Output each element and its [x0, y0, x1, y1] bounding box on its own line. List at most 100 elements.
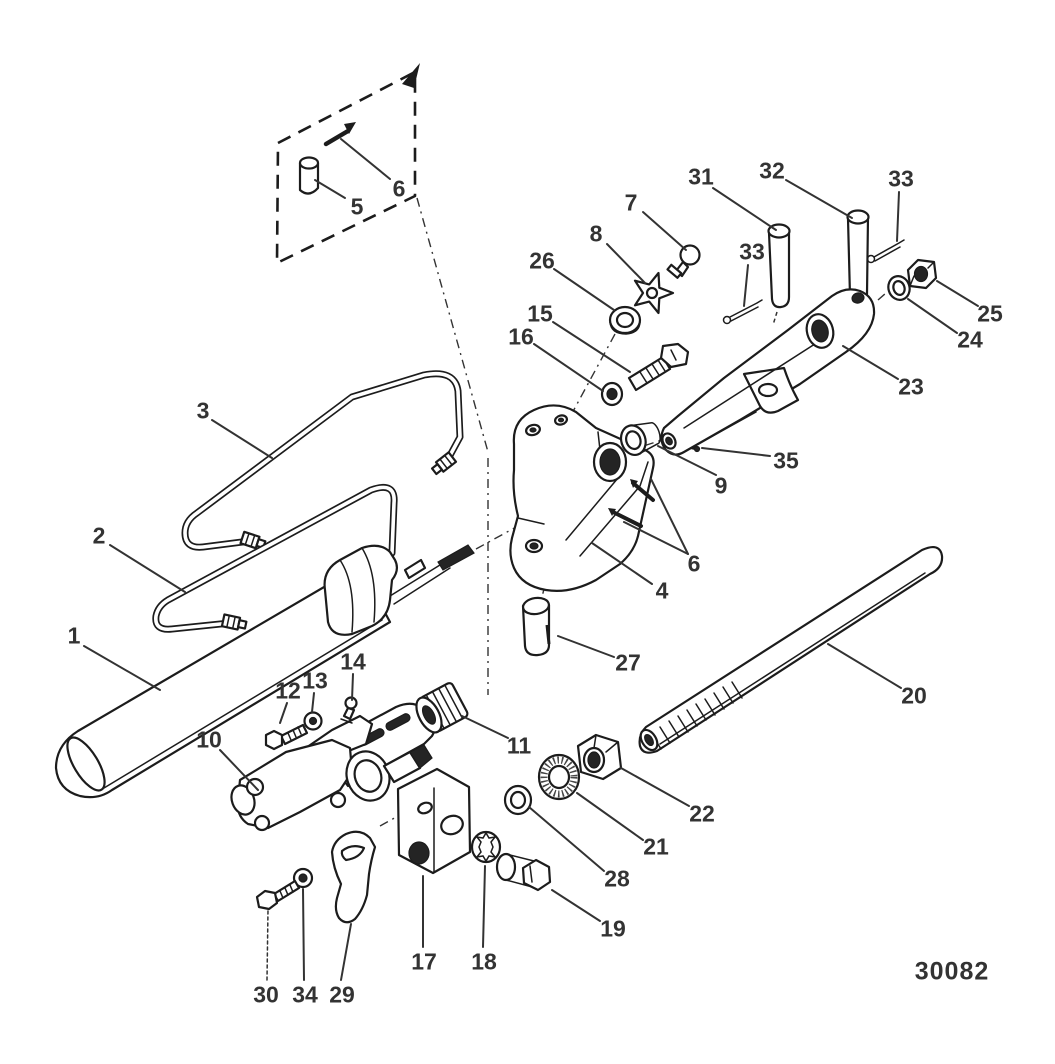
- leader-line-34: [302, 888, 305, 981]
- leader-line-28: [528, 806, 605, 872]
- part-6-pins: [608, 479, 655, 528]
- part-label-4: 4: [655, 577, 669, 604]
- part-label-13: 13: [302, 667, 328, 694]
- part-label-32: 32: [759, 157, 785, 184]
- leader-line-14: [351, 673, 354, 701]
- part-33-cotter-pin-left: [722, 299, 763, 325]
- part-label-16: 16: [508, 323, 534, 350]
- part-19-plug: [495, 852, 552, 892]
- leader-line-24: [907, 298, 958, 334]
- leader-line-31: [712, 187, 777, 231]
- part-label-22: 22: [689, 800, 715, 827]
- leader-line-3: [211, 419, 273, 459]
- part-label-31: 31: [688, 163, 714, 190]
- leader-line-19: [551, 889, 601, 922]
- leader-line-27: [557, 635, 615, 658]
- part-label-2: 2: [92, 522, 106, 549]
- leader-line-29: [340, 923, 352, 981]
- part-label-17: 17: [411, 948, 437, 975]
- leader-line-5: [314, 179, 346, 199]
- part-label-34: 34: [292, 981, 318, 1008]
- part-34-washer: [292, 867, 314, 889]
- part-label-6: 6: [687, 550, 701, 577]
- tube-3-fitting-right: [429, 451, 458, 478]
- leader-line-22: [620, 767, 690, 807]
- leader-line-33: [896, 191, 900, 242]
- leader-line-7: [642, 211, 687, 251]
- part-label-5: 5: [350, 193, 364, 220]
- leader-line-1: [83, 645, 161, 691]
- part-14-grease-fitting: [340, 696, 358, 724]
- part-4-bracket: [509, 404, 655, 592]
- part-27-pin: [521, 596, 551, 657]
- leader-line-20: [827, 643, 902, 689]
- leader-line-33: [743, 264, 749, 307]
- part-5-pin: [298, 156, 320, 195]
- leader-line-26: [553, 268, 615, 311]
- part-10-valve-assembly: [230, 702, 437, 832]
- part-label-27: 27: [615, 649, 641, 676]
- part-label-20: 20: [901, 682, 927, 709]
- part-7-grease-fitting: [666, 244, 701, 279]
- part-28-washer: [503, 784, 533, 816]
- leader-line-11: [461, 715, 509, 739]
- part-label-21: 21: [643, 833, 669, 860]
- part-label-8: 8: [589, 220, 603, 247]
- part-label-6: 6: [392, 175, 406, 202]
- leader-line-10: [219, 749, 259, 791]
- part-12-bolt: [264, 723, 309, 751]
- leader-line-16: [533, 343, 604, 392]
- leader-line-6: [650, 478, 689, 555]
- leader-lines: [83, 138, 979, 981]
- part-label-12: 12: [275, 677, 301, 704]
- part-31-pin: [767, 223, 791, 326]
- leader-line-30: [266, 909, 269, 981]
- part-26-cap: [608, 305, 642, 335]
- part-2-tube: [152, 483, 398, 633]
- part-label-15: 15: [527, 300, 553, 327]
- part-13-washer: [303, 711, 323, 731]
- part-18-star-washer: [470, 830, 502, 864]
- part-21-seal: [537, 753, 581, 801]
- leader-line-2: [109, 544, 186, 593]
- part-label-9: 9: [714, 472, 728, 499]
- part-label-33: 33: [739, 238, 765, 265]
- part-22-nut: [576, 733, 623, 781]
- leader-line-6: [340, 138, 391, 180]
- part-label-23: 23: [898, 373, 924, 400]
- leader-line-35: [701, 447, 771, 457]
- leader-line-9: [657, 445, 717, 476]
- part-label-19: 19: [600, 915, 626, 942]
- leader-line-13: [311, 692, 315, 713]
- part-8-star-washer: [633, 271, 675, 315]
- cylinder-end-casting: [323, 544, 475, 636]
- part-label-7: 7: [624, 189, 638, 216]
- part-label-14: 14: [340, 648, 366, 675]
- part-label-3: 3: [196, 397, 210, 424]
- part-17-block: [396, 767, 472, 875]
- part-23-steering-arm: [660, 288, 876, 456]
- part-6-pin-inset: [323, 122, 356, 147]
- piston-rod-threads: [437, 544, 475, 571]
- part-label-11: 11: [506, 732, 532, 759]
- part-33-cotter-pin-right: [866, 239, 905, 264]
- inset-box-arrow: [402, 63, 420, 88]
- part-20-rod: [638, 545, 944, 754]
- part-3-tube: [181, 370, 464, 552]
- inset-dashed-box: [275, 63, 420, 265]
- leader-line-25: [936, 280, 979, 307]
- part-16-washer: [600, 381, 624, 407]
- part-label-1: 1: [67, 622, 81, 649]
- tube-2-fitting-left: [220, 613, 249, 633]
- part-30-bolt: [255, 879, 301, 911]
- leader-line-12: [279, 702, 288, 724]
- part-15-bolt: [627, 342, 690, 392]
- part-29-clip: [330, 830, 377, 924]
- leader-line-23: [842, 345, 899, 380]
- leader-line-6: [623, 521, 689, 555]
- drawing-number: 30082: [914, 957, 990, 986]
- leader-line-4: [591, 542, 653, 585]
- part-label-10: 10: [196, 726, 222, 753]
- leader-line-32: [785, 179, 853, 219]
